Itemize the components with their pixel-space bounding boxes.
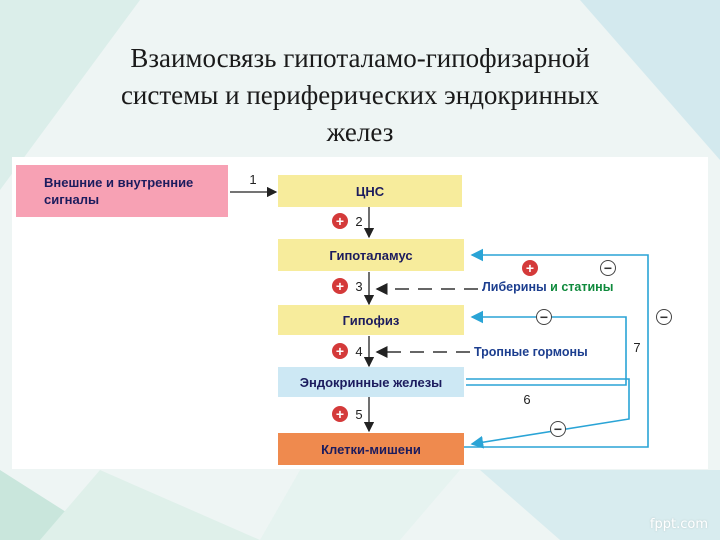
title-line-1: Взаимосвязь гипоталамо-гипофизарной [130, 43, 590, 73]
step-number-7: 7 [633, 339, 641, 355]
stage-target-cells: Клетки-мишени [278, 433, 464, 465]
signals-line-2: сигналы [44, 192, 100, 207]
stage-pituitary: Гипофиз [278, 305, 464, 335]
minus-circle-pituitary-loop: − [536, 309, 552, 325]
step-number-4: 4 [355, 343, 363, 359]
signals-line-1: Внешние и внутренние [44, 175, 194, 190]
minus-circle-outer-loop: − [656, 309, 672, 325]
plus-circle-3: + [332, 278, 348, 294]
step-number-6: 6 [523, 391, 531, 407]
minus-circle-target-loop: − [550, 421, 566, 437]
stage-hypothalamus: Гипоталамус [278, 239, 464, 271]
signals-box: Внешние и внутренние сигналы [16, 165, 228, 217]
statins-text: статины [561, 280, 614, 294]
liberins-text: Либерины [482, 280, 547, 294]
stage-cns: ЦНС [278, 175, 462, 207]
plus-circle-liberins: + [522, 260, 538, 276]
tropic-hormones-label: Тропные гормоны [474, 345, 588, 359]
title-line-2: системы и периферических эндокринных [120, 80, 600, 110]
watermark: fppt.com [649, 517, 708, 532]
and-text: и [550, 280, 558, 294]
minus-circle-statins: − [600, 260, 616, 276]
slide-title: Взаимосвязь гипоталамо-гипофизарной сист… [40, 40, 680, 151]
liberins-statins-label: Либерины и статины [482, 277, 642, 297]
title-line-3: желез [326, 117, 394, 147]
step-number-3: 3 [355, 278, 363, 294]
stage-endocrine-glands: Эндокринные железы [278, 367, 464, 397]
plus-circle-4: + [332, 343, 348, 359]
step-number-2: 2 [355, 213, 363, 229]
plus-circle-2: + [332, 213, 348, 229]
step-number-5: 5 [355, 406, 363, 422]
step-number-1: 1 [249, 171, 257, 187]
endocrine-diagram: Внешние и внутренние сигналы ЦНС Гипотал… [12, 157, 708, 469]
plus-circle-5: + [332, 406, 348, 422]
